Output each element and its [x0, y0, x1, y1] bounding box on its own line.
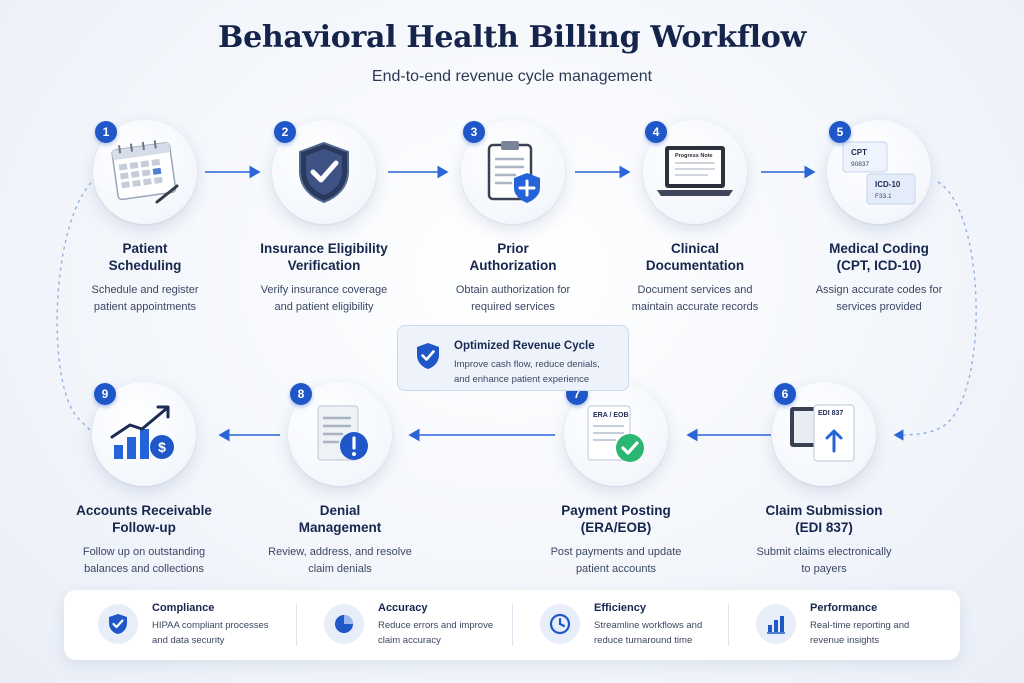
step-circle: ERA / EOB 7 — [564, 382, 668, 486]
step-number-badge: 8 — [290, 383, 312, 405]
card-icd-label: ICD-10 — [875, 180, 901, 189]
laptop-screen-text: Progress Note — [675, 153, 713, 159]
step-description: Verify insurance coverage and patient el… — [260, 284, 388, 313]
page-title: Behavioral Health Billing Workflow — [218, 20, 806, 55]
benefits-bar: Compliance HIPAA compliant processes and… — [64, 590, 960, 660]
step-title: Medical Coding (CPT, ICD-10) — [829, 241, 929, 273]
step-title: Clinical Documentation — [645, 241, 745, 273]
step-prior-authorization: 3 Prior Authorization Obtain authorizati… — [433, 120, 593, 316]
benefit-description: Reduce errors and improve claim accuracy — [378, 620, 494, 646]
step-circle: CPT 90837 ICD-10 F33.1 5 — [827, 120, 931, 224]
loop-left-connector — [56, 177, 97, 437]
claim-upload-icon: EDI 837 — [790, 404, 855, 462]
step-title: Denial Management — [298, 503, 382, 535]
laptop-icon: Progress Note — [657, 146, 733, 196]
step-title: Claim Submission (EDI 837) — [765, 503, 883, 535]
step-description: Review, address, and resolve claim denia… — [268, 546, 412, 575]
benefit-description: Streamline workflows and reduce turnarou… — [594, 620, 703, 646]
shield-icon — [98, 604, 138, 644]
benefit-description: HIPAA compliant processes and data secur… — [152, 620, 269, 646]
step-description: Schedule and register patient appointmen… — [91, 284, 199, 313]
step-description: Assign accurate codes for services provi… — [815, 284, 943, 313]
shield-check-icon — [417, 343, 439, 369]
calendar-icon — [111, 140, 179, 204]
step-circle: 8 — [288, 382, 392, 486]
step-title: Patient Scheduling — [108, 241, 182, 273]
step-patient-scheduling: 1 Patient Scheduling Schedule and regist… — [65, 120, 225, 316]
card-cpt-value: 90837 — [851, 161, 869, 168]
svg-text:$: $ — [158, 439, 166, 455]
claim-doc-label: EDI 837 — [818, 410, 843, 417]
step-title: Accounts Receivable Follow-up — [76, 503, 212, 535]
code-cards-icon: CPT 90837 ICD-10 F33.1 — [842, 141, 916, 205]
bar-chart-icon — [756, 604, 796, 644]
divider — [728, 604, 729, 646]
step-description: Submit claims electronically to payers — [756, 546, 892, 575]
pie-chart-icon — [324, 604, 364, 644]
step-claim-submission: EDI 837 6 Claim Submission (EDI 837) Sub… — [744, 382, 904, 578]
step-circle: 3 — [461, 120, 565, 224]
growth-chart-icon: $ — [110, 405, 174, 459]
card-cpt-label: CPT — [851, 148, 867, 157]
divider — [296, 604, 297, 646]
step-number-badge: 3 — [463, 121, 485, 143]
step-description: Follow up on outstanding balances and co… — [82, 546, 206, 575]
step-title: Prior Authorization — [469, 241, 557, 273]
step-clinical-documentation: Progress Note 4 Clinical Documentation D… — [615, 120, 775, 316]
step-medical-coding: CPT 90837 ICD-10 F33.1 5 Medical Coding … — [799, 120, 959, 316]
payment-doc-icon: ERA / EOB — [587, 405, 644, 462]
benefit-title: Performance — [810, 602, 878, 614]
step-circle: 1 — [93, 120, 197, 224]
step-circle: $ 9 — [92, 382, 196, 486]
step-accounts-receivable: $ 9 Accounts Receivable Follow-up Follow… — [64, 382, 224, 578]
step-circle: 2 — [272, 120, 376, 224]
denial-doc-icon — [317, 405, 368, 461]
benefit-efficiency: Efficiency Streamline workflows and redu… — [506, 590, 730, 660]
benefit-performance: Performance Real-time reporting and reve… — [722, 590, 946, 660]
step-insurance-eligibility: 2 Insurance Eligibility Verification Ver… — [244, 120, 404, 316]
clipboard-icon — [487, 141, 540, 203]
step-number-badge: 6 — [774, 383, 796, 405]
page-subtitle: End-to-end revenue cycle management — [371, 68, 653, 85]
shield-check-icon — [299, 141, 349, 204]
step-number-badge: 1 — [95, 121, 117, 143]
step-number-badge: 5 — [829, 121, 851, 143]
loop-right-connector — [893, 181, 977, 441]
optimized-revenue-card: Optimized Revenue Cycle Improve cash flo… — [397, 325, 629, 391]
benefit-title: Compliance — [152, 602, 215, 614]
benefit-description: Real-time reporting and revenue insights — [810, 620, 910, 646]
step-number-badge: 9 — [94, 383, 116, 405]
center-card-description: Improve cash flow, reduce denials, and e… — [454, 359, 600, 385]
benefit-compliance: Compliance HIPAA compliant processes and… — [64, 590, 288, 660]
benefit-title: Accuracy — [378, 602, 428, 614]
step-payment-posting: ERA / EOB 7 Payment Posting (ERA/EOB) Po… — [536, 382, 696, 578]
benefit-accuracy: Accuracy Reduce errors and improve claim… — [290, 590, 514, 660]
step-description: Obtain authorization for required servic… — [455, 284, 571, 313]
clock-icon — [540, 604, 580, 644]
step-number-badge: 2 — [274, 121, 296, 143]
divider — [512, 604, 513, 646]
step-number-badge: 4 — [645, 121, 667, 143]
center-card-title: Optimized Revenue Cycle — [454, 340, 595, 352]
step-denial-management: 8 Denial Management Review, address, and… — [260, 382, 420, 578]
benefit-title: Efficiency — [594, 602, 646, 614]
step-description: Document services and maintain accurate … — [631, 284, 759, 313]
step-circle: Progress Note 4 — [643, 120, 747, 224]
step-description: Post payments and update patient account… — [550, 546, 682, 575]
payment-doc-label: ERA / EOB — [593, 412, 629, 419]
card-icd-value: F33.1 — [875, 193, 892, 200]
step-title: Insurance Eligibility Verification — [260, 241, 388, 273]
step-title: Payment Posting (ERA/EOB) — [561, 503, 671, 535]
step-circle: EDI 837 6 — [772, 382, 876, 486]
